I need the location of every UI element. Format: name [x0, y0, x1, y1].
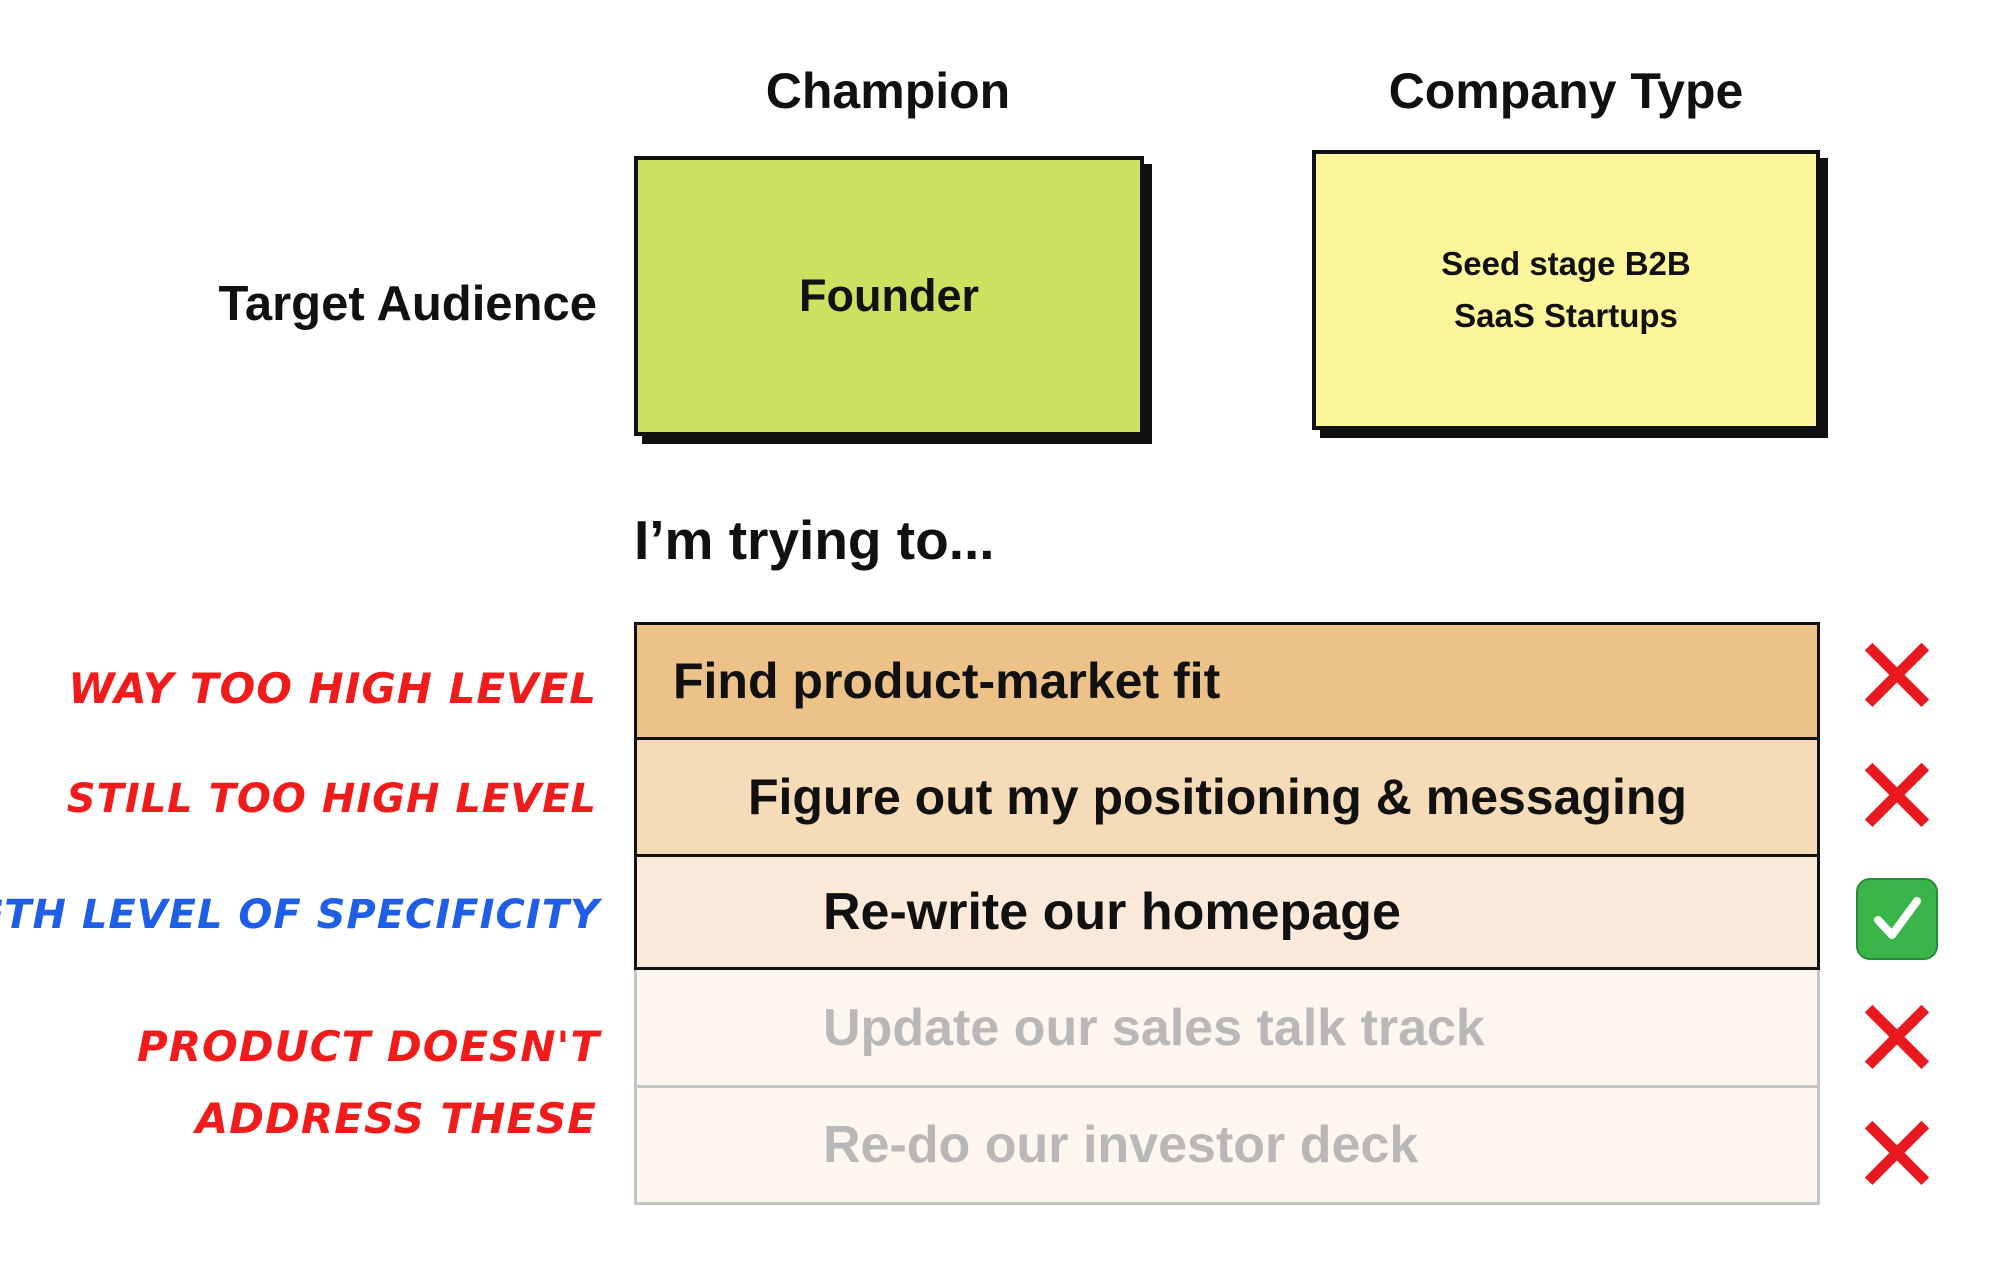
check-glyph-icon: [1874, 897, 1921, 939]
company-type-column-header: Company Type: [1388, 63, 1744, 119]
annotation-not-addressed-line2: address these: [195, 1094, 597, 1143]
target-audience-label: Target Audience: [218, 277, 597, 331]
goal-text: Re-write our homepage: [823, 883, 1401, 941]
annotation-way-too-high: Way too high level: [68, 664, 597, 713]
check-mark-icon: [1856, 878, 1938, 960]
champion-card-text: Founder: [799, 270, 979, 321]
champion-column-header: Champion: [765, 63, 1011, 119]
annotation-not-addressed-line1: Product doesn't: [136, 1022, 600, 1071]
cross-mark-icon: ✕: [1850, 975, 1944, 1103]
company-type-card-line2: SaaS Startups: [1454, 297, 1678, 334]
cross-mark-icon: ✕: [1850, 733, 1944, 861]
goal-text: Figure out my positioning & messaging: [748, 769, 1687, 825]
goal-text: Re-do our investor deck: [823, 1116, 1419, 1174]
goal-row-positioning: Figure out my positioning & messaging: [634, 740, 1820, 857]
annotation-still-too-high: still too high level: [66, 776, 597, 822]
company-type-card: Seed stage B2B SaaS Startups: [1312, 150, 1820, 430]
goal-row-homepage: Re-write our homepage: [634, 857, 1820, 970]
cross-mark-icon: ✕: [1850, 613, 1944, 741]
goal-row-sales-talk-track: Update our sales talk track: [634, 970, 1820, 1088]
trying-to-heading: I’m trying to...: [634, 509, 995, 571]
goal-text: Update our sales talk track: [823, 998, 1485, 1057]
champion-card: Founder: [634, 156, 1144, 436]
goal-stack: Find product-market fit Figure out my po…: [634, 622, 1820, 1205]
annotation-right-level: Rigth level of specificity: [0, 892, 600, 938]
goal-row-find-pmf: Find product-market fit: [634, 622, 1820, 740]
goal-row-investor-deck: Re-do our investor deck: [634, 1088, 1820, 1205]
cross-mark-icon: ✕: [1850, 1091, 1944, 1219]
goal-text: Find product-market fit: [673, 653, 1221, 709]
company-type-card-line1: Seed stage B2B: [1441, 245, 1691, 282]
